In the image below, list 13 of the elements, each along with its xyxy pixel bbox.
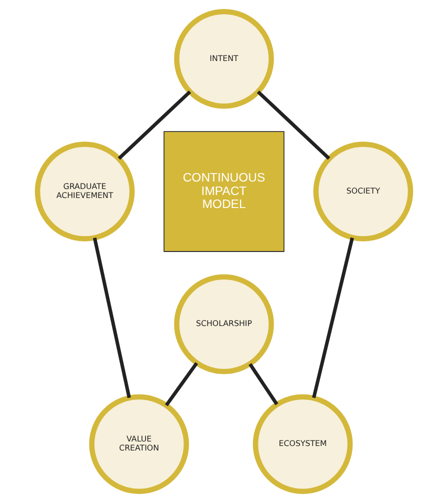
node-circle: VALUE CREATION bbox=[89, 394, 189, 494]
node-circle: ECOSYSTEM bbox=[252, 394, 353, 494]
node-circle: INTENT bbox=[174, 8, 274, 109]
connector bbox=[248, 363, 278, 406]
node-circle: SCHOLARSHIP bbox=[174, 274, 274, 374]
connector bbox=[256, 90, 330, 160]
connector bbox=[312, 237, 354, 398]
connector bbox=[164, 362, 198, 406]
node-circle: GRADUATE ACHIEVEMENT bbox=[34, 142, 135, 242]
node-box: CONTINUOUS IMPACT MODEL bbox=[164, 131, 284, 252]
connector bbox=[92, 237, 131, 398]
node-circle: SOCIETY bbox=[313, 142, 414, 242]
connector bbox=[118, 90, 192, 160]
